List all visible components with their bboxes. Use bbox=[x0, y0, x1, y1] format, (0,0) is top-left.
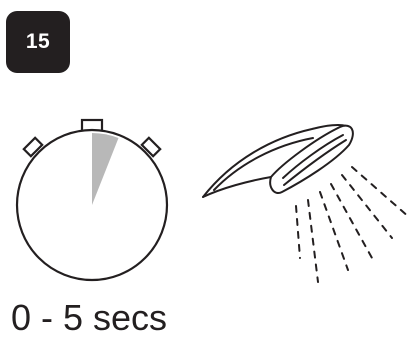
spray-stream bbox=[352, 167, 410, 218]
spray-stream bbox=[308, 200, 318, 282]
spray-stream bbox=[331, 184, 372, 258]
water-spray bbox=[296, 167, 410, 282]
stopwatch-icon bbox=[17, 120, 167, 280]
shower-handle-bottom-edge bbox=[203, 177, 271, 197]
spray-stream bbox=[320, 192, 348, 270]
spray-stream bbox=[342, 175, 392, 238]
duration-label: 0 - 5 secs bbox=[11, 300, 167, 336]
shower-head-icon bbox=[203, 125, 410, 282]
spray-stream bbox=[296, 206, 300, 258]
